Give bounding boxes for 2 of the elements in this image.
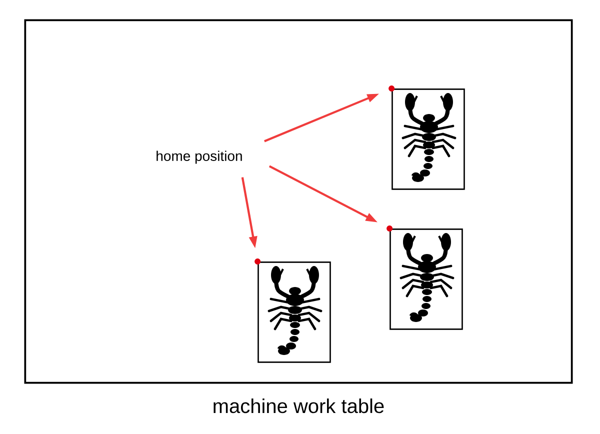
position-label: home position	[156, 150, 242, 164]
table-caption: machine work table	[214, 398, 384, 414]
